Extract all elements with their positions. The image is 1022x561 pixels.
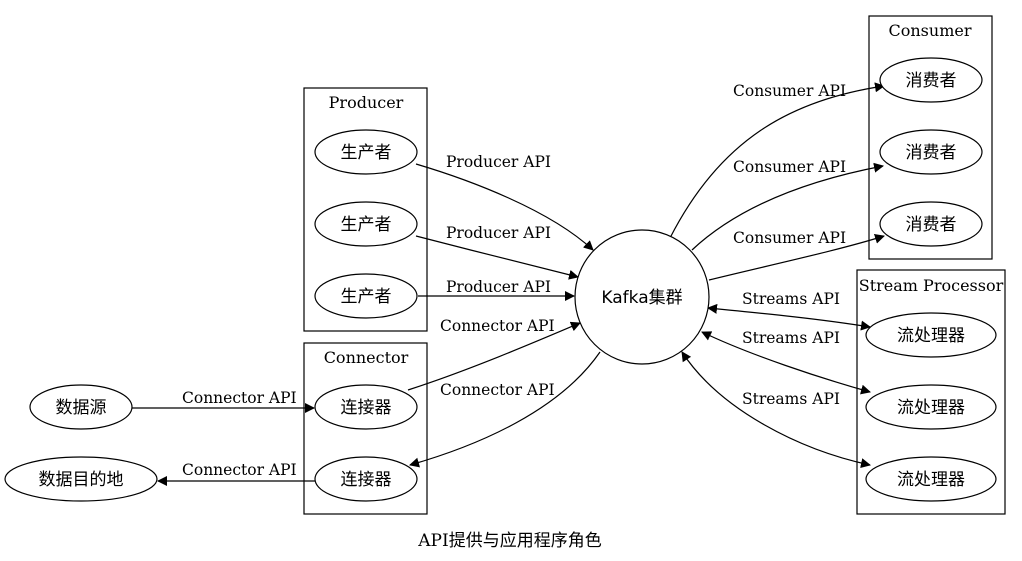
- edge-label-connector-api-source: Connector API: [182, 389, 297, 407]
- edge-kafka-to-consumer-2: [691, 162, 884, 251]
- edge-label-streams-api-1: Streams API: [742, 290, 840, 308]
- edge-label-consumer-api-1: Consumer API: [733, 82, 846, 100]
- node-stream-processor-2-label: 流处理器: [897, 398, 965, 418]
- node-consumer-2-label: 消费者: [906, 143, 957, 163]
- node-producer-2-label: 生产者: [341, 215, 392, 235]
- edge-producer-1-to-kafka: [415, 163, 594, 251]
- edge-labels: Producer API Producer API Producer API C…: [182, 82, 846, 479]
- node-consumer-3-label: 消费者: [906, 215, 957, 235]
- node-connector-out-label: 连接器: [341, 470, 392, 490]
- edge-label-consumer-api-3: Consumer API: [733, 229, 846, 247]
- edge-kafka-to-consumer-1: [669, 82, 885, 239]
- diagram-caption: API提供与应用程序角色: [417, 531, 601, 551]
- node-producer-3: 生产者: [314, 273, 418, 319]
- edge-label-streams-api-3: Streams API: [742, 390, 840, 408]
- cluster-consumer-title: Consumer: [889, 21, 972, 40]
- node-stream-processor-2: 流处理器: [865, 384, 997, 430]
- cluster-stream-processor-title: Stream Processor: [859, 276, 1004, 295]
- edge-producer-2-to-kafka: [415, 235, 579, 280]
- node-stream-processor-3-label: 流处理器: [897, 470, 965, 490]
- node-producer-3-label: 生产者: [341, 287, 392, 307]
- edge-connector-in-to-kafka: [407, 321, 581, 391]
- edge-kafka-stream-1: [707, 303, 871, 331]
- node-data-source-label: 数据源: [56, 398, 107, 418]
- cluster-connector-title: Connector: [324, 348, 409, 367]
- edge-label-connector-api-out: Connector API: [440, 381, 555, 399]
- edge-kafka-to-consumer-3: [708, 233, 885, 281]
- edge-label-producer-api-2: Producer API: [446, 224, 551, 242]
- edge-label-connector-api-in: Connector API: [440, 317, 555, 335]
- node-connector-out: 连接器: [314, 456, 418, 502]
- node-consumer-1: 消费者: [879, 57, 983, 103]
- cluster-connector: Connector: [303, 342, 428, 515]
- cluster-producer-title: Producer: [329, 93, 404, 112]
- edge-kafka-stream-3: [681, 351, 871, 469]
- edge-label-producer-api-3: Producer API: [446, 278, 551, 296]
- node-data-destination-label: 数据目的地: [39, 470, 124, 490]
- node-connector-in: 连接器: [314, 384, 418, 430]
- node-consumer-1-label: 消费者: [906, 71, 957, 91]
- node-stream-processor-3: 流处理器: [865, 456, 997, 502]
- node-data-source: 数据源: [29, 384, 133, 430]
- edge-kafka-to-connector-out: [409, 351, 601, 468]
- cluster-consumer: Consumer: [868, 15, 993, 260]
- edge-label-consumer-api-2: Consumer API: [733, 158, 846, 176]
- node-producer-1: 生产者: [314, 129, 418, 175]
- node-kafka-cluster-label: Kafka集群: [601, 288, 682, 308]
- edges: [132, 82, 885, 486]
- node-producer-1-label: 生产者: [341, 143, 392, 163]
- node-producer-2: 生产者: [314, 201, 418, 247]
- cluster-producer: Producer: [303, 87, 428, 332]
- node-consumer-2: 消费者: [879, 129, 983, 175]
- edge-label-connector-api-dest: Connector API: [182, 461, 297, 479]
- edge-label-producer-api-1: Producer API: [446, 153, 551, 171]
- node-consumer-3: 消费者: [879, 201, 983, 247]
- node-stream-processor-1-label: 流处理器: [897, 326, 965, 346]
- node-kafka-cluster: Kafka集群: [574, 229, 710, 365]
- edge-label-streams-api-2: Streams API: [742, 329, 840, 347]
- node-stream-processor-1: 流处理器: [865, 312, 997, 358]
- node-connector-in-label: 连接器: [341, 398, 392, 418]
- node-data-destination: 数据目的地: [4, 456, 158, 502]
